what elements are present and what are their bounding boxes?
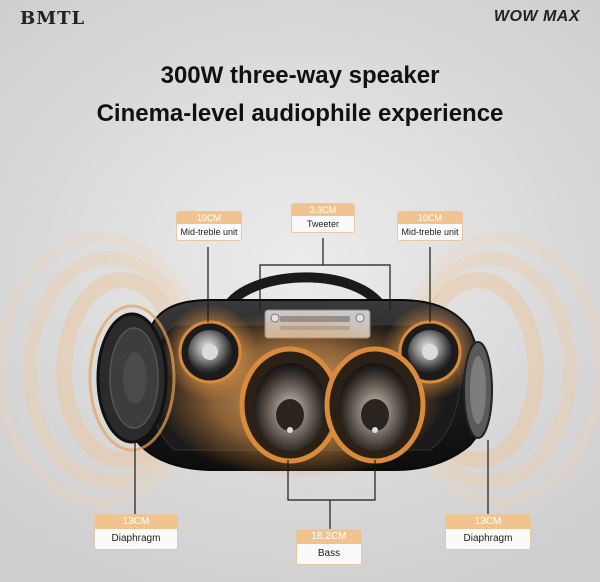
callout-mid-treble-right: 10CM Mid-treble unit — [398, 212, 462, 240]
bass-driver-left — [239, 346, 341, 464]
left-diaphragm — [88, 304, 176, 452]
speaker-handle — [220, 272, 390, 317]
callout-diaphragm-left: 13CM Diaphragm — [95, 515, 177, 549]
tweeter-driver — [270, 313, 365, 323]
callout-tweeter: 3.3CM Tweeter — [292, 204, 354, 232]
brand-logo: BMTL — [20, 8, 86, 29]
callout-size: 10CM — [177, 212, 241, 224]
mid-treble-left-driver — [178, 320, 242, 384]
model-name: WOW MAX — [493, 8, 580, 25]
callout-bass: 18.2CM Bass — [297, 530, 361, 564]
callout-diaphragm-right: 13CM Diaphragm — [446, 515, 530, 549]
callout-label: Mid-treble unit — [180, 227, 238, 237]
callout-size: 10CM — [398, 212, 462, 224]
headline-line-2: Cinema-level audiophile experience — [96, 100, 504, 127]
callout-size: 13CM — [446, 515, 530, 529]
callout-mid-treble-left: 10CM Mid-treble unit — [177, 212, 241, 240]
callout-size: 13CM — [95, 515, 177, 529]
right-diaphragm — [463, 341, 493, 439]
callout-label: Tweeter — [306, 219, 339, 229]
callout-label: Diaphragm — [463, 533, 513, 544]
callout-label: Mid-treble unit — [401, 227, 459, 237]
callout-label: Diaphragm — [111, 533, 161, 544]
callout-label: Bass — [317, 548, 341, 559]
headline-line-1: 300W three-way speaker — [160, 62, 440, 89]
callout-size: 3.3CM — [292, 204, 354, 216]
mid-treble-right-driver — [398, 320, 462, 384]
bass-driver-right — [324, 346, 426, 464]
callout-lines — [134, 238, 489, 530]
callout-size: 18.2CM — [297, 530, 361, 544]
